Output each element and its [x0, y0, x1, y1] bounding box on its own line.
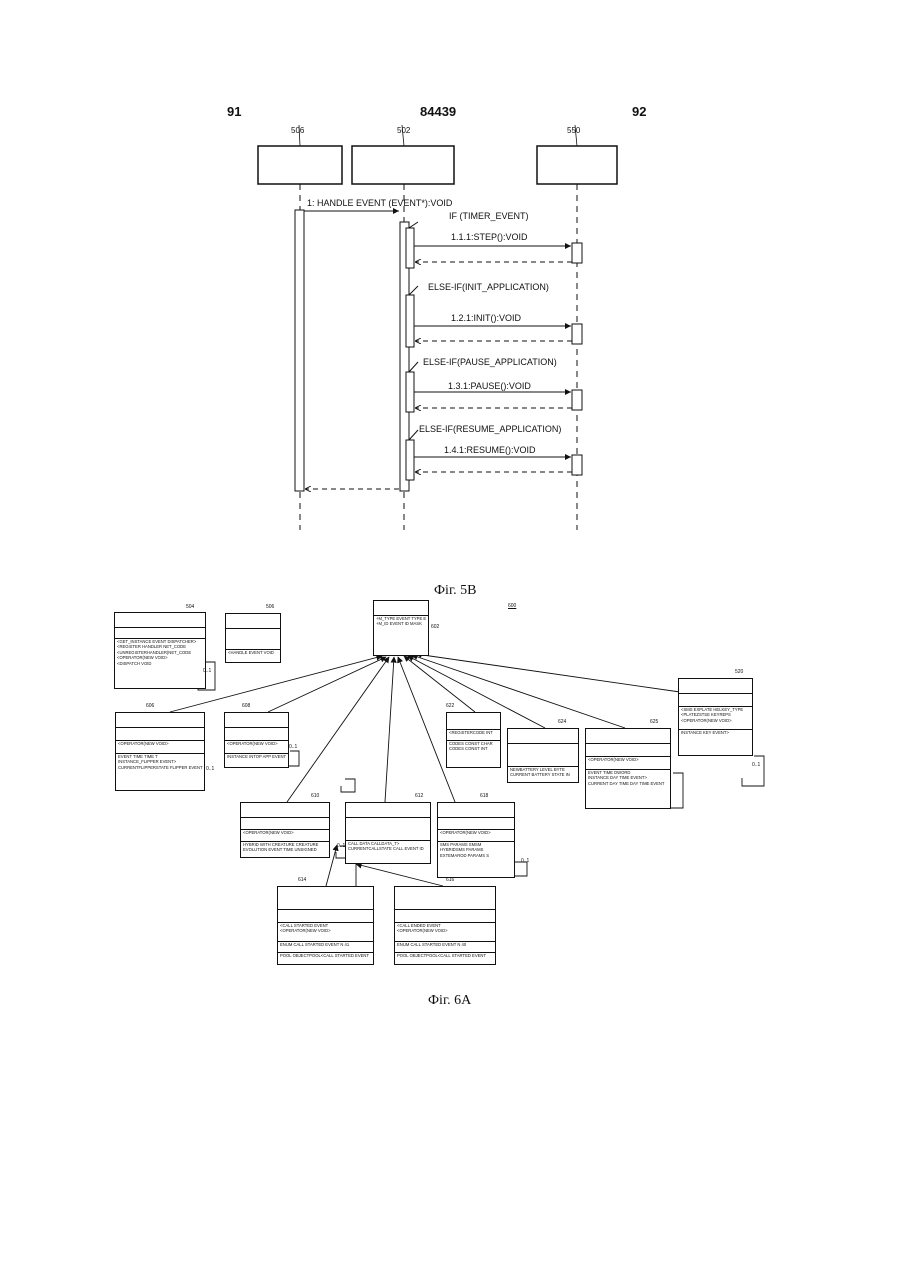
class-op: <OPERATOR(NEW VOID> — [438, 830, 514, 835]
class-box-612: CALL DATA CALLDATA_T> CURRENTCALLSTATE C… — [345, 802, 431, 864]
class-box-606: <OPERATOR(NEW VOID> EVENT TIME TIME T IN… — [115, 712, 205, 791]
message-step: 1.1.1:STEP():VOID — [451, 232, 528, 242]
class-attr: EVOLUTION EVENT TIME UNSIGNED — [241, 847, 329, 852]
multiplicity-608: 0..1 — [289, 744, 297, 750]
class-op: <OPERATOR(NEW VOID> — [116, 741, 204, 746]
multiplicity-618: 0..1 — [521, 858, 529, 864]
class-ref-614: 614 — [298, 877, 306, 883]
class-attr: CURRENTCALLSTATE CALL EVENT ID — [346, 846, 430, 851]
class-ref-606: 606 — [146, 703, 154, 709]
class-attr: POOL OBJECTPOOL<CALL STARTED EVENT — [395, 953, 495, 958]
figure-caption-5b: Фіг. 5В — [434, 583, 476, 599]
message-handle-event: 1: HANDLE EVENT (EVENT*):VOID — [307, 198, 452, 208]
class-ref-618: 618 — [480, 793, 488, 799]
class-box-506: <HANDLE EVENT VOID — [225, 613, 281, 663]
class-ref-520: 520 — [735, 669, 743, 675]
class-box-610: <OPERATOR(NEW VOID> HYBRID WITH CREATURE… — [240, 802, 330, 858]
class-attr: ENUM CALL STARTED EVENT N 41 — [278, 942, 373, 947]
class-op: <OPERATOR(NEW VOID> — [278, 928, 373, 933]
class-op: <OPERATOR(NEW VOID> — [395, 928, 495, 933]
activation-550-c — [572, 390, 582, 410]
class-attr: CURRENTFLIPPERSTATE FLIPPER EVENT — [116, 765, 204, 770]
multiplicity-606: 0..1 — [206, 766, 214, 772]
class-ref-622: 622 — [446, 703, 454, 709]
guard-resume-application: ELSE-IF(RESUME_APPLICATION) — [419, 424, 561, 434]
class-box-614: <CALL STARTED EVENT <OPERATOR(NEW VOID> … — [277, 886, 374, 965]
activation-502-b — [406, 295, 414, 347]
activation-502-c — [406, 372, 414, 412]
class-box-618: <OPERATOR(NEW VOID> SMS PARAMS SMSM HYBR… — [437, 802, 515, 878]
class-box-624: NEWBATTERY LEVEL BYTE CURRENT BATTERY ST… — [507, 728, 579, 783]
class-attr: INSTANCE INTOP APP EVENT — [225, 754, 288, 759]
class-ref-612: 612 — [415, 793, 423, 799]
class-attr: CURRENT DAY TIME DAY TIME EVENT — [586, 781, 670, 786]
class-ref-610: 610 — [311, 793, 319, 799]
class-box-616: <CALL ENDED EVENT <OPERATOR(NEW VOID> EN… — [394, 886, 496, 965]
class-op: <OPERATOR(NEW VOID> — [241, 830, 329, 835]
class-ref-625: 625 — [650, 719, 658, 725]
multiplicity-504: 0..1 — [203, 668, 211, 674]
message-resume: 1.4.1:RESUME():VOID — [444, 445, 536, 455]
activation-502-a — [406, 228, 414, 268]
multiplicity-520: 0..1 — [752, 762, 760, 768]
class-op: <OPERATOR(NEW VOID> — [225, 741, 288, 746]
class-ref-616: 616 — [446, 877, 454, 883]
diagram-ref-600: 600 — [508, 603, 516, 609]
class-ref-608: 608 — [242, 703, 250, 709]
class-attr: CODES CONST INT — [447, 746, 500, 751]
class-box-622: <REGISTERCODE INT CODES CONST CHAR CODES… — [446, 712, 501, 768]
guard-timer-event: IF (TIMER_EVENT) — [449, 211, 529, 221]
class-op: <DISPATCH VOID — [115, 661, 205, 666]
class-attr: ENUM CALL STARTED EVENT N 40 — [395, 942, 495, 947]
class-attr: +M_ID EVENT ID MASK — [374, 621, 428, 626]
activation-506 — [295, 210, 304, 491]
class-op: <OPERATOR(NEW VOID> — [679, 718, 752, 723]
class-ref-504: 504 — [186, 604, 194, 610]
activation-550-b — [572, 324, 582, 344]
class-attr: EXTEMAROD PARAMS S — [438, 853, 514, 858]
class-ref-624: 624 — [558, 719, 566, 725]
guard-pause-application: ELSE-IF(PAUSE_APPLICATION) — [423, 357, 557, 367]
message-init: 1.2.1:INIT():VOID — [451, 313, 521, 323]
figure-caption-6a: Фіг. 6А — [428, 993, 471, 1009]
class-box-608: <OPERATOR(NEW VOID> INSTANCE INTOP APP E… — [224, 712, 289, 768]
class-op: <REGISTERCODE INT — [447, 730, 500, 735]
activation-502-d — [406, 440, 414, 480]
lifeline-ref-502: 502 — [397, 126, 410, 135]
activation-550-a — [572, 243, 582, 263]
class-box-520: <SMS EXPLATE HELKEY_TYPE <PLATEZSTSE KEY… — [678, 678, 753, 756]
guard-init-application: ELSE-IF(INIT_APPLICATION) — [428, 282, 549, 292]
class-ref-506: 506 — [266, 604, 274, 610]
class-box-504: <GET_INSTANCE EVENT DISPATCHER> <REGISTE… — [114, 612, 206, 689]
lifeline-ref-506: 506 — [291, 126, 304, 135]
lifeline-ref-550: 550 — [567, 126, 580, 135]
class-box-602: +M_TYPE EVENT TYPE E +M_ID EVENT ID MASK — [373, 600, 429, 656]
class-op: <OPERATOR(NEW VOID> — [586, 757, 670, 762]
class-op: <HANDLE EVENT VOID — [226, 650, 280, 655]
class-attr: CURRENT BATTERY STATE IN — [508, 772, 578, 777]
class-attr: POOL OBJECTPOOL<CALL STARTED EVENT — [278, 953, 373, 958]
class-ref-602: 602 — [431, 624, 439, 630]
class-attr: INSTANCE KEY EVENT> — [679, 730, 752, 735]
class-box-625: <OPERATOR(NEW VOID> EVENT TIME DWORD INS… — [585, 728, 671, 809]
message-pause: 1.3.1:PAUSE():VOID — [448, 381, 531, 391]
activation-550-d — [572, 455, 582, 475]
